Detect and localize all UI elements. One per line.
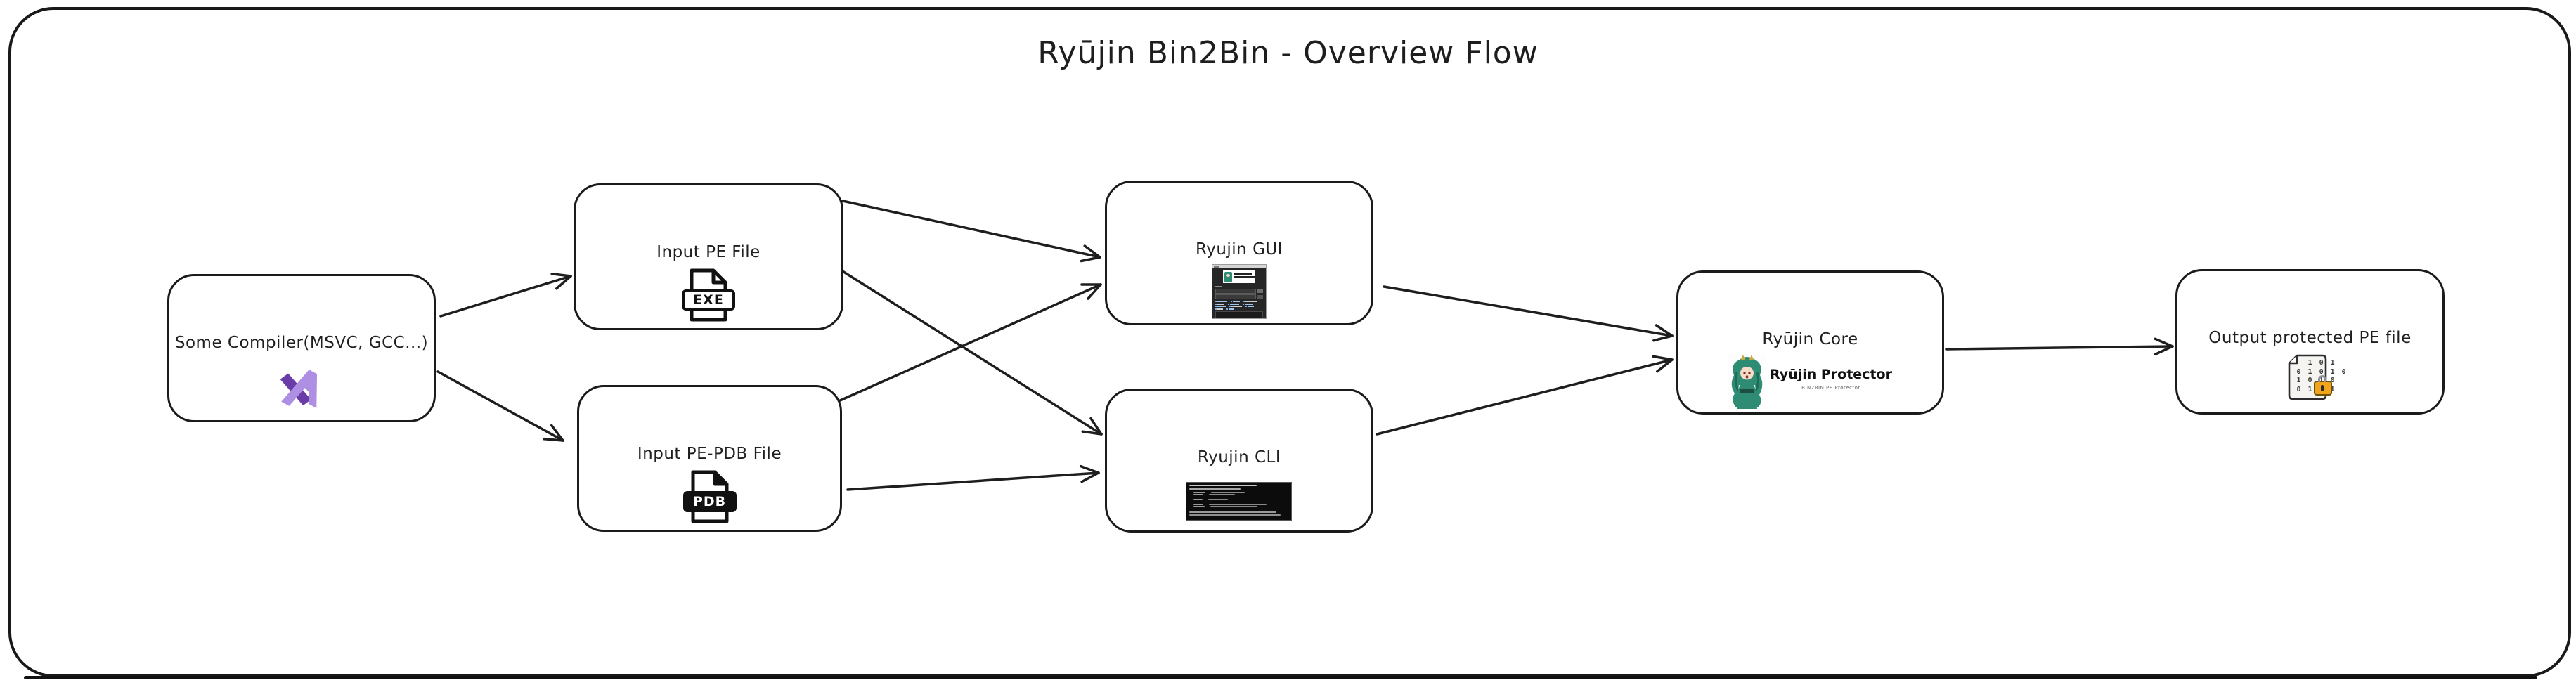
node-input-pe-label: Input PE File xyxy=(656,243,760,261)
cli-screenshot-thumbnail xyxy=(1186,482,1292,521)
gui-input-field xyxy=(1215,289,1256,294)
core-logo-title: Ryūjin Protector xyxy=(1770,367,1892,382)
gui-input-field xyxy=(1215,294,1256,299)
gui-screenshot-thumbnail xyxy=(1212,264,1267,319)
core-logo-subtitle: BIN2BIN PE Protector xyxy=(1801,385,1860,391)
gui-options-grid xyxy=(1215,301,1263,310)
canvas-frame-underline xyxy=(24,676,2537,679)
core-mascot-image xyxy=(1728,354,1766,410)
node-input-pdb: Input PE-PDB File PDB xyxy=(577,385,842,532)
node-core-label: Ryūjin Core xyxy=(1762,330,1858,348)
padlock-icon xyxy=(2313,375,2332,396)
exe-file-icon: EXE xyxy=(682,267,735,323)
gui-browse-button xyxy=(1257,295,1263,299)
pdb-file-icon: PDB xyxy=(682,469,737,525)
node-input-pe: Input PE File EXE xyxy=(574,183,843,330)
gui-banner xyxy=(1223,270,1255,283)
node-compiler: Some Compiler(MSVC, GCC...) xyxy=(167,274,436,422)
visual-studio-icon xyxy=(280,370,318,408)
node-cli-label: Ryujin CLI xyxy=(1197,448,1281,467)
gui-log-area xyxy=(1215,311,1263,318)
gui-titlebar xyxy=(1212,265,1266,268)
node-core: Ryūjin Core Ryūjin Protector BIN2BIN PE … xyxy=(1676,270,1944,415)
pdb-file-label: PDB xyxy=(682,491,737,512)
node-gui-label: Ryujin GUI xyxy=(1195,240,1283,259)
gui-browse-button xyxy=(1257,289,1263,293)
exe-file-label: EXE xyxy=(682,289,735,311)
node-output-label: Output protected PE file xyxy=(2208,329,2412,347)
gui-mascot-thumb xyxy=(1224,271,1232,282)
diagram-title: Ryūjin Bin2Bin - Overview Flow xyxy=(1037,35,1539,71)
protected-binary-file-icon: 1 0 10 1 0 1 01 0 1 00 1 0 1 xyxy=(2286,354,2346,402)
core-logo-block: Ryūjin Protector BIN2BIN PE Protector xyxy=(1728,354,1892,410)
node-input-pdb-label: Input PE-PDB File xyxy=(637,445,782,463)
node-compiler-label: Some Compiler(MSVC, GCC...) xyxy=(174,334,429,352)
